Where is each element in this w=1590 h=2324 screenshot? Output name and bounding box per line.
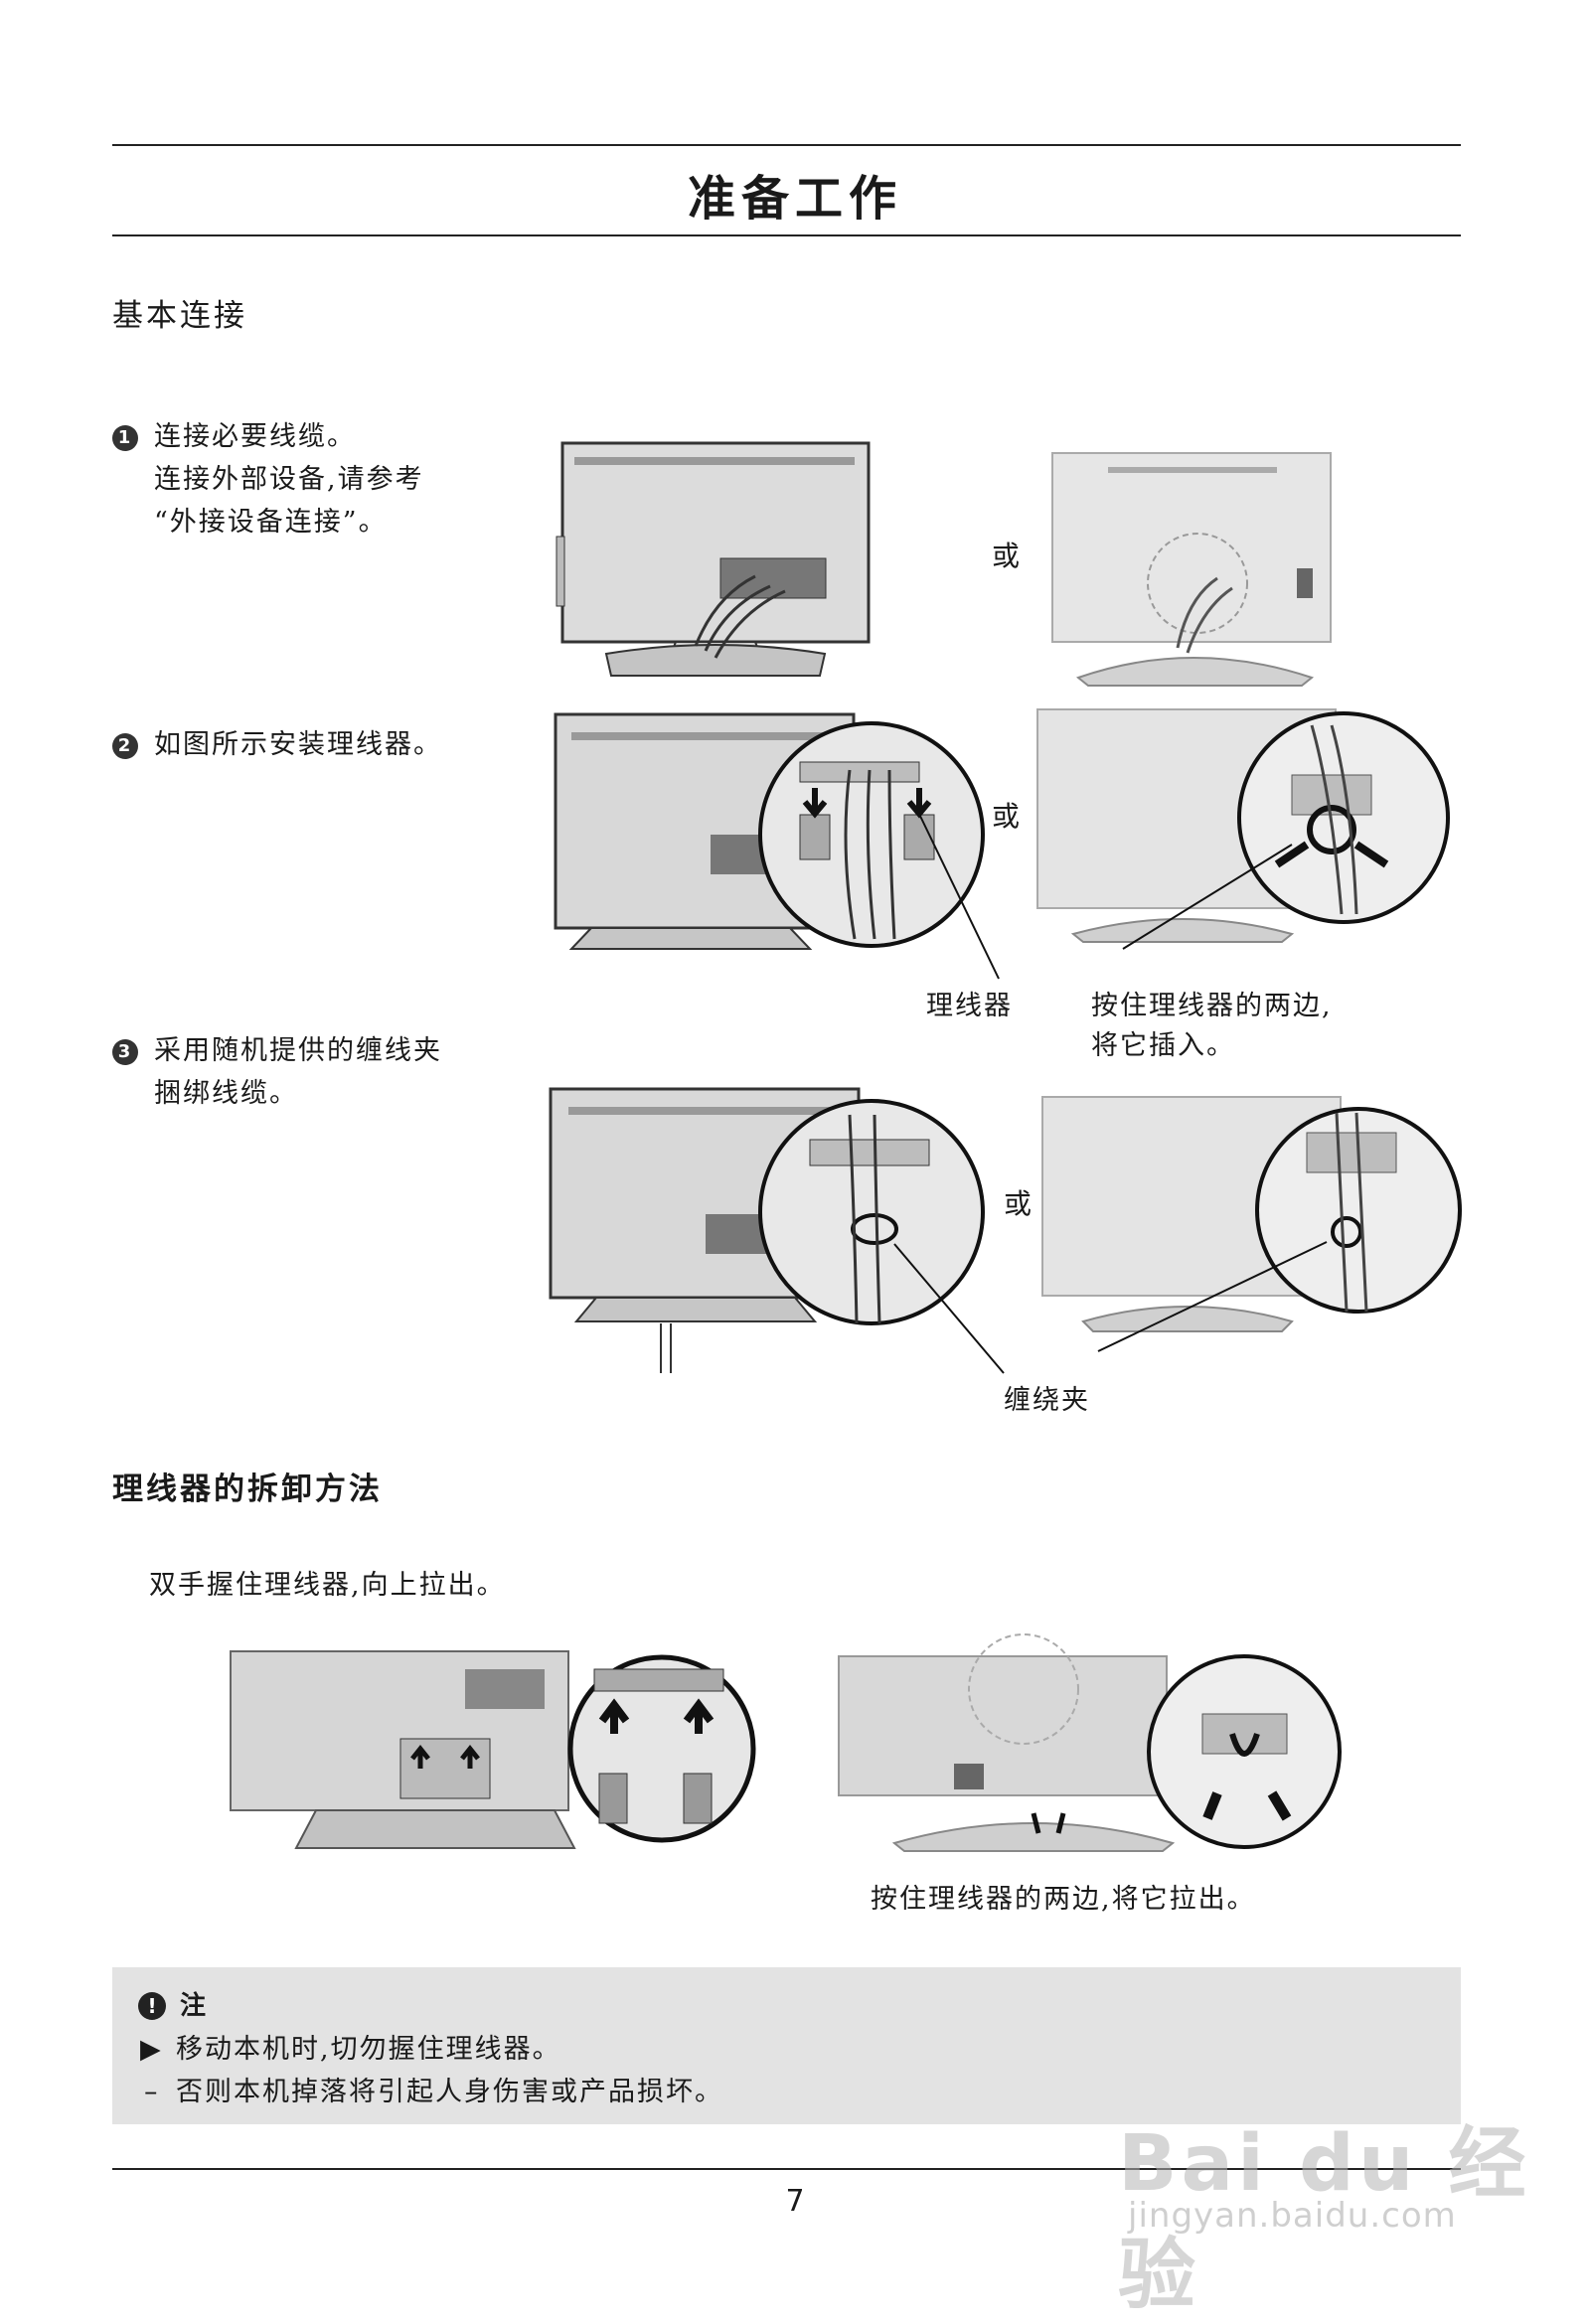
page-number: 7 [785,2184,805,2219]
note-title-text: 注 [180,1991,207,2021]
bottom-rule [112,2168,1461,2170]
remove-illustration-left [230,1650,756,1849]
cable-manager-install-illustration-2a [554,712,1000,980]
baidu-watermark-logo: Bai du 经验 [1118,2119,1530,2320]
title-rule [112,234,1461,236]
tv-back-illustration-1a [556,441,871,677]
note-line-2: –否则本机掉落将引起人身伤害或产品损坏。 [140,2070,723,2108]
page-title: 准备工作 [687,171,902,227]
twister-holder-illustration-3b [1041,1096,1462,1352]
step-3: 3 采用随机提供的缠线夹 捆绑线缆。 [112,1029,442,1115]
step-number-icon: 2 [112,733,138,759]
remove-instruction: 双手握住理线器,向上拉出。 [149,1570,506,1601]
step-1: 1 连接必要线缆。 连接外部设备,请参考 “外接设备连接”。 [112,415,424,543]
section-heading-basic-connection: 基本连接 [112,298,247,334]
note-text: 移动本机时,切勿握住理线器。 [176,2034,561,2065]
label-twister-holder: 缠绕夹 [1004,1385,1090,1416]
baidu-watermark-url: jingyan.baidu.com [1128,2196,1457,2236]
or-text: 或 [992,540,1021,572]
step-text: “外接设备连接”。 [154,507,388,538]
remove-illustration-right [838,1633,1342,1852]
step-number-icon: 3 [112,1039,138,1065]
note-title: !注 [138,1985,206,2022]
label-line: 将它插入。 [1091,1030,1235,1061]
step-2: 2 如图所示安装理线器。 [112,723,442,766]
warning-icon: ! [138,1992,166,2020]
note-line-1: ▶ 移动本机时,切勿握住理线器。 [140,2027,561,2066]
label-press-insert: 按住理线器的两边, 将它插入。 [1091,987,1333,1066]
or-text: 或 [992,800,1021,833]
step-text: 采用随机提供的缠线夹 [154,1035,442,1066]
note-text: 否则本机掉落将引起人身伤害或产品损坏。 [176,2077,723,2107]
label-line: 按住理线器的两边, [1091,991,1333,1021]
note-box: !注 ▶移动本机时,切勿握住理线器。 –否则本机掉落将引起人身伤害或产品损坏。 [112,1967,1461,2124]
section-heading-remove-cable-manager: 理线器的拆卸方法 [112,1472,383,1507]
remove-caption-right: 按住理线器的两边,将它拉出。 [871,1884,1256,1915]
dash-icon: – [144,2077,160,2107]
label-cable-manager: 理线器 [926,991,1013,1021]
or-text: 或 [1004,1187,1033,1220]
tv-back-illustration-1b [1051,452,1332,687]
bullet-arrow-icon: ▶ [140,2034,163,2065]
step-text: 捆绑线缆。 [154,1078,298,1109]
top-rule [112,144,1461,146]
cable-manager-install-illustration-2b [1036,708,1450,950]
twister-holder-illustration-3a [549,1087,1005,1374]
step-text: 连接外部设备,请参考 [154,464,424,495]
step-text: 如图所示安装理线器。 [154,729,442,760]
step-number-icon: 1 [112,425,138,451]
step-text: 连接必要线缆。 [154,421,356,452]
